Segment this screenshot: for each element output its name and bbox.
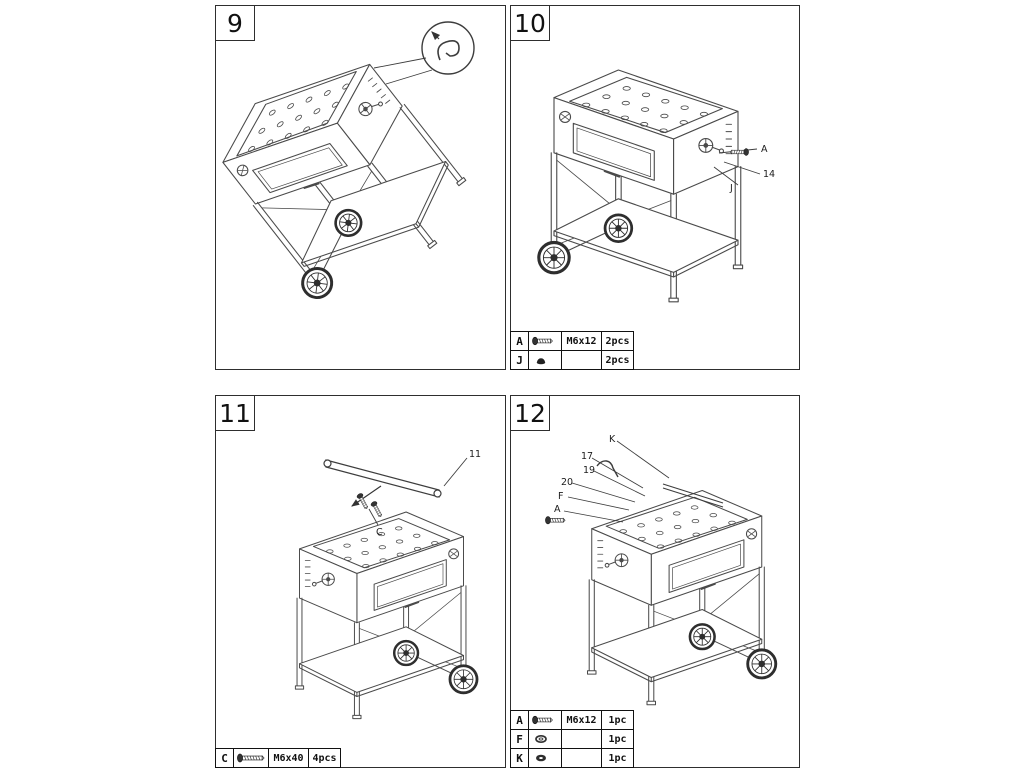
part-size — [561, 350, 602, 370]
part-icon-cell — [528, 350, 562, 370]
step-9-number: 9 — [215, 5, 255, 41]
part-key: F — [510, 729, 529, 749]
hook-detail — [437, 40, 460, 61]
step-12-hardware-table: A M6x12 1pc F 1pc K 1pc — [510, 710, 634, 768]
step-11-panel: 11 11 C C M6x40 4pcs — [215, 395, 506, 768]
hardware-row: K 1pc — [510, 748, 634, 768]
step-11-drawing: 11 C — [294, 449, 481, 721]
install-arrow — [351, 485, 382, 507]
callout-label-j: J — [729, 183, 733, 194]
hardware-row: C M6x40 4pcs — [215, 748, 341, 768]
callout-label-f: F — [558, 491, 563, 502]
handle-rod — [662, 483, 724, 508]
part-size: M6x12 — [561, 710, 602, 730]
step-10-number: 10 — [510, 5, 550, 41]
hardware-row: F 1pc — [510, 729, 634, 749]
part-qty: 4pcs — [308, 748, 341, 768]
hardware-row: A M6x12 1pc — [510, 710, 634, 730]
part-size — [561, 748, 602, 768]
part-size: M6x12 — [561, 331, 602, 351]
part-size — [561, 729, 602, 749]
handle-bar-part — [323, 459, 442, 498]
dark-washer-icon — [536, 754, 546, 762]
part-icon-cell — [528, 748, 562, 768]
part-qty: 2pcs — [601, 350, 634, 370]
step-12-number: 12 — [510, 395, 550, 431]
leader-lines — [373, 57, 433, 85]
callout-leaders — [563, 440, 670, 523]
screw-part-a — [545, 516, 566, 525]
part-size: M6x40 — [268, 748, 309, 768]
callout-label-a: A — [761, 144, 768, 155]
callout-label-k: K — [609, 434, 616, 445]
part-icon-cell — [528, 710, 562, 730]
step-9-panel: 9 — [215, 5, 506, 370]
step-11-hardware-table: C M6x40 4pcs — [215, 748, 341, 768]
screw-icon — [532, 715, 553, 725]
hardware-row: J 2pcs — [510, 350, 634, 370]
step-10-panel: 10 A 14 J A M6x12 2pcs J — [510, 5, 800, 370]
part-key: A — [510, 710, 529, 730]
step-10-drawing: A 14 J — [537, 68, 775, 304]
part-icon-cell — [528, 729, 562, 749]
part-qty: 1pc — [601, 748, 634, 768]
part-key: A — [510, 331, 529, 351]
step-12-panel: 12 K 17 19 20 F A A M6x12 1pc — [510, 395, 800, 768]
callout-label-19: 19 — [583, 465, 595, 476]
screw-icon — [532, 336, 553, 346]
cap-nut-icon — [536, 358, 546, 365]
part-key: K — [510, 748, 529, 768]
part-icon-cell — [233, 748, 269, 768]
washer-icon — [535, 734, 547, 744]
callout-label-a: A — [554, 504, 561, 515]
latch-part — [596, 460, 619, 478]
callout-label-11: 11 — [469, 449, 481, 460]
bolt-icon — [237, 753, 265, 763]
callout-label-17: 17 — [581, 451, 593, 462]
part-key: J — [510, 350, 529, 370]
callout-label-c: C — [376, 527, 383, 538]
zoom-detail — [373, 21, 475, 85]
callout-label-20: 20 — [561, 477, 573, 488]
callout-label-14: 14 — [763, 169, 775, 180]
step-11-number: 11 — [215, 395, 255, 431]
part-icon-cell — [528, 331, 562, 351]
part-key: C — [215, 748, 234, 768]
part-qty: 2pcs — [601, 331, 634, 351]
part-qty: 1pc — [601, 729, 634, 749]
step-9-drawing — [216, 21, 487, 327]
part-qty: 1pc — [601, 710, 634, 730]
hardware-row: A M6x12 2pcs — [510, 331, 634, 351]
step-12-drawing: K 17 19 20 F A — [545, 434, 778, 707]
callout-leaders — [368, 457, 468, 526]
step-10-hardware-table: A M6x12 2pcs J 2pcs — [510, 331, 634, 370]
